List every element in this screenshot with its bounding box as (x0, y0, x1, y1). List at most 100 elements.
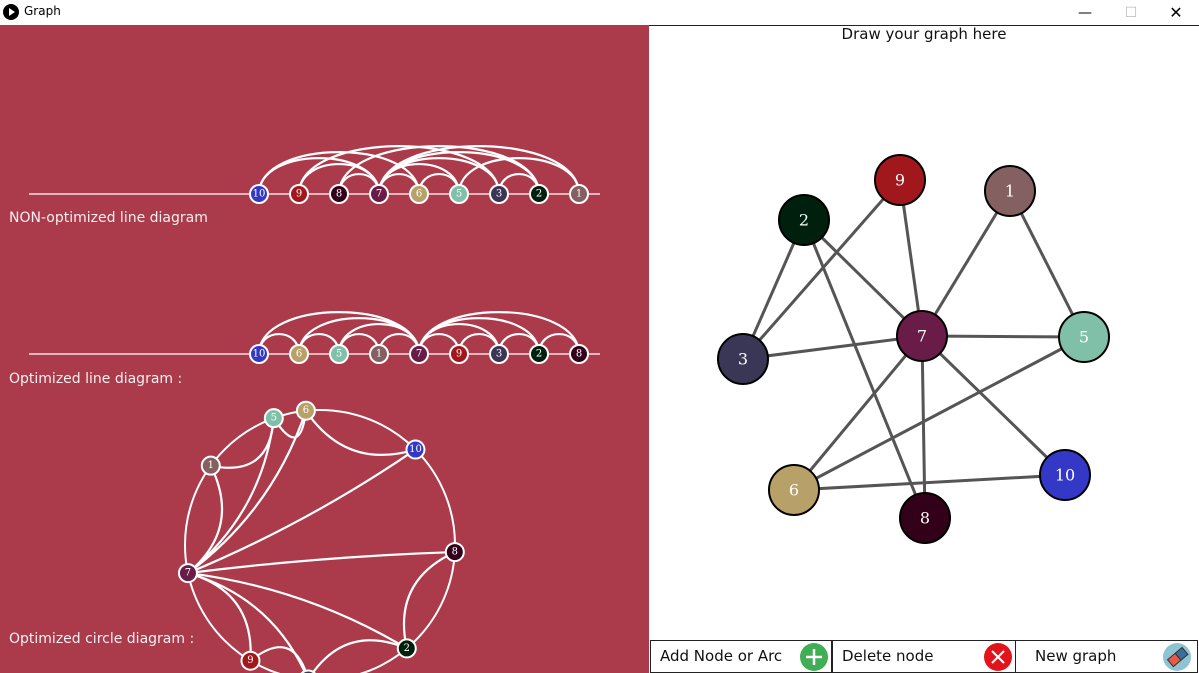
edge-line[interactable] (792, 335, 924, 491)
circle-chord (187, 571, 408, 650)
new-graph-button[interactable]: New graph (1015, 640, 1198, 673)
diagram-panel: 109876532110651793286108239715 NON-optim… (0, 25, 649, 673)
non-optimized-node-7: 7 (369, 184, 389, 204)
close-icon (984, 643, 1012, 671)
graph-canvas[interactable]: 1 2 3 5 6 7 8 9 10 (649, 26, 1199, 640)
svg-text:9: 9 (456, 349, 462, 360)
optimized-arc (417, 317, 541, 355)
circle-node-5: 5 (263, 408, 284, 429)
new-graph-label: New graph (1035, 647, 1117, 665)
edge-line[interactable] (920, 334, 1067, 477)
non-optimized-node-2: 2 (529, 184, 549, 204)
eraser-icon (1163, 643, 1191, 671)
graph-node-5: 5 (1058, 311, 1110, 363)
circle-chord (402, 551, 456, 649)
circle-chord (187, 550, 455, 575)
edge-line[interactable] (741, 179, 902, 360)
graph-node-7: 7 (896, 310, 948, 362)
close-window-button[interactable]: ✕ (1169, 3, 1183, 22)
svg-text:2: 2 (536, 189, 542, 200)
circle-node-10: 10 (405, 439, 426, 460)
non-optimized-arc (337, 145, 541, 195)
circle-node-7: 7 (177, 563, 198, 584)
non-optimized-node-5: 5 (449, 184, 469, 204)
diagram-canvas: 109876532110651793286108239715 (29, 145, 600, 673)
svg-text:10: 10 (253, 189, 266, 200)
non-optimized-node-1: 1 (569, 184, 589, 204)
optimized-arc (417, 311, 581, 355)
circle-chord (187, 448, 417, 575)
edge-line[interactable] (1008, 190, 1086, 338)
svg-text:5: 5 (271, 413, 277, 424)
circle-node-6: 6 (295, 400, 316, 421)
graph-node-1: 1 (984, 165, 1036, 217)
graph-node-6: 6 (768, 464, 820, 516)
circle-chord (187, 572, 307, 673)
delete-button-label: Delete node (842, 647, 934, 665)
optimized-node-3: 3 (489, 344, 509, 364)
edge-line[interactable] (920, 190, 1012, 337)
edge-line[interactable] (921, 334, 1085, 339)
add-node-or-arc-button[interactable]: Add Node or Arc (650, 640, 832, 673)
svg-text:3: 3 (496, 349, 502, 360)
svg-text:7: 7 (185, 568, 191, 579)
circle-node-2: 2 (396, 638, 417, 659)
svg-text:8: 8 (920, 509, 930, 528)
plus-icon (800, 643, 828, 671)
edge-line[interactable] (802, 219, 927, 519)
non-optimized-node-10: 10 (249, 184, 269, 204)
svg-text:7: 7 (416, 349, 422, 360)
svg-text:8: 8 (576, 349, 582, 360)
optimized-node-10: 10 (249, 344, 269, 364)
optimized-arc (257, 311, 421, 355)
optimized-node-6: 6 (289, 344, 309, 364)
circle-chord (304, 410, 416, 457)
svg-text:8: 8 (336, 189, 342, 200)
non-optimized-node-6: 6 (409, 184, 429, 204)
svg-text:6: 6 (416, 189, 422, 200)
edge-line[interactable] (793, 335, 1085, 492)
graph-node-10: 10 (1039, 449, 1091, 501)
edge-line[interactable] (742, 334, 923, 361)
edge-line[interactable] (898, 179, 924, 337)
minimize-button[interactable]: — (1078, 4, 1092, 21)
svg-text:10: 10 (1055, 466, 1075, 485)
svg-text:5: 5 (1079, 328, 1089, 347)
svg-text:9: 9 (895, 171, 905, 190)
edge-line[interactable] (802, 218, 924, 338)
optimized-arc (297, 317, 421, 355)
edge-line[interactable] (920, 335, 927, 519)
circle-chord (311, 639, 408, 673)
svg-text:3: 3 (496, 189, 502, 200)
optimized-line-label: Optimized line diagram : (9, 371, 183, 387)
circle-node-9: 9 (240, 650, 261, 671)
optimized-circle-label: Optimized circle diagram : (9, 631, 195, 647)
maximize-button[interactable]: ☐ (1124, 4, 1138, 21)
svg-text:10: 10 (253, 349, 266, 360)
delete-node-button[interactable]: Delete node (832, 640, 1016, 673)
svg-text:3: 3 (738, 350, 748, 369)
edge-line[interactable] (793, 473, 1066, 492)
add-button-label: Add Node or Arc (660, 647, 783, 665)
svg-text:9: 9 (296, 189, 302, 200)
svg-text:1: 1 (208, 460, 214, 471)
svg-text:1: 1 (376, 349, 382, 360)
circle-node-3: 3 (300, 669, 316, 673)
svg-text:5: 5 (336, 349, 342, 360)
svg-text:8: 8 (452, 547, 458, 558)
svg-text:1: 1 (1005, 182, 1015, 201)
svg-text:2: 2 (404, 643, 410, 654)
circle-node-1: 1 (200, 455, 221, 476)
app-logo-icon (3, 4, 19, 20)
svg-text:6: 6 (303, 405, 309, 416)
non-optimized-arc (457, 157, 581, 195)
optimized-node-9: 9 (449, 344, 469, 364)
svg-text:6: 6 (296, 349, 302, 360)
svg-text:7: 7 (376, 189, 382, 200)
graph-node-2: 2 (778, 194, 830, 246)
non-optimized-node-9: 9 (289, 184, 309, 204)
svg-text:5: 5 (456, 189, 462, 200)
graph-node-9: 9 (874, 154, 926, 206)
circle-chord (187, 410, 307, 574)
